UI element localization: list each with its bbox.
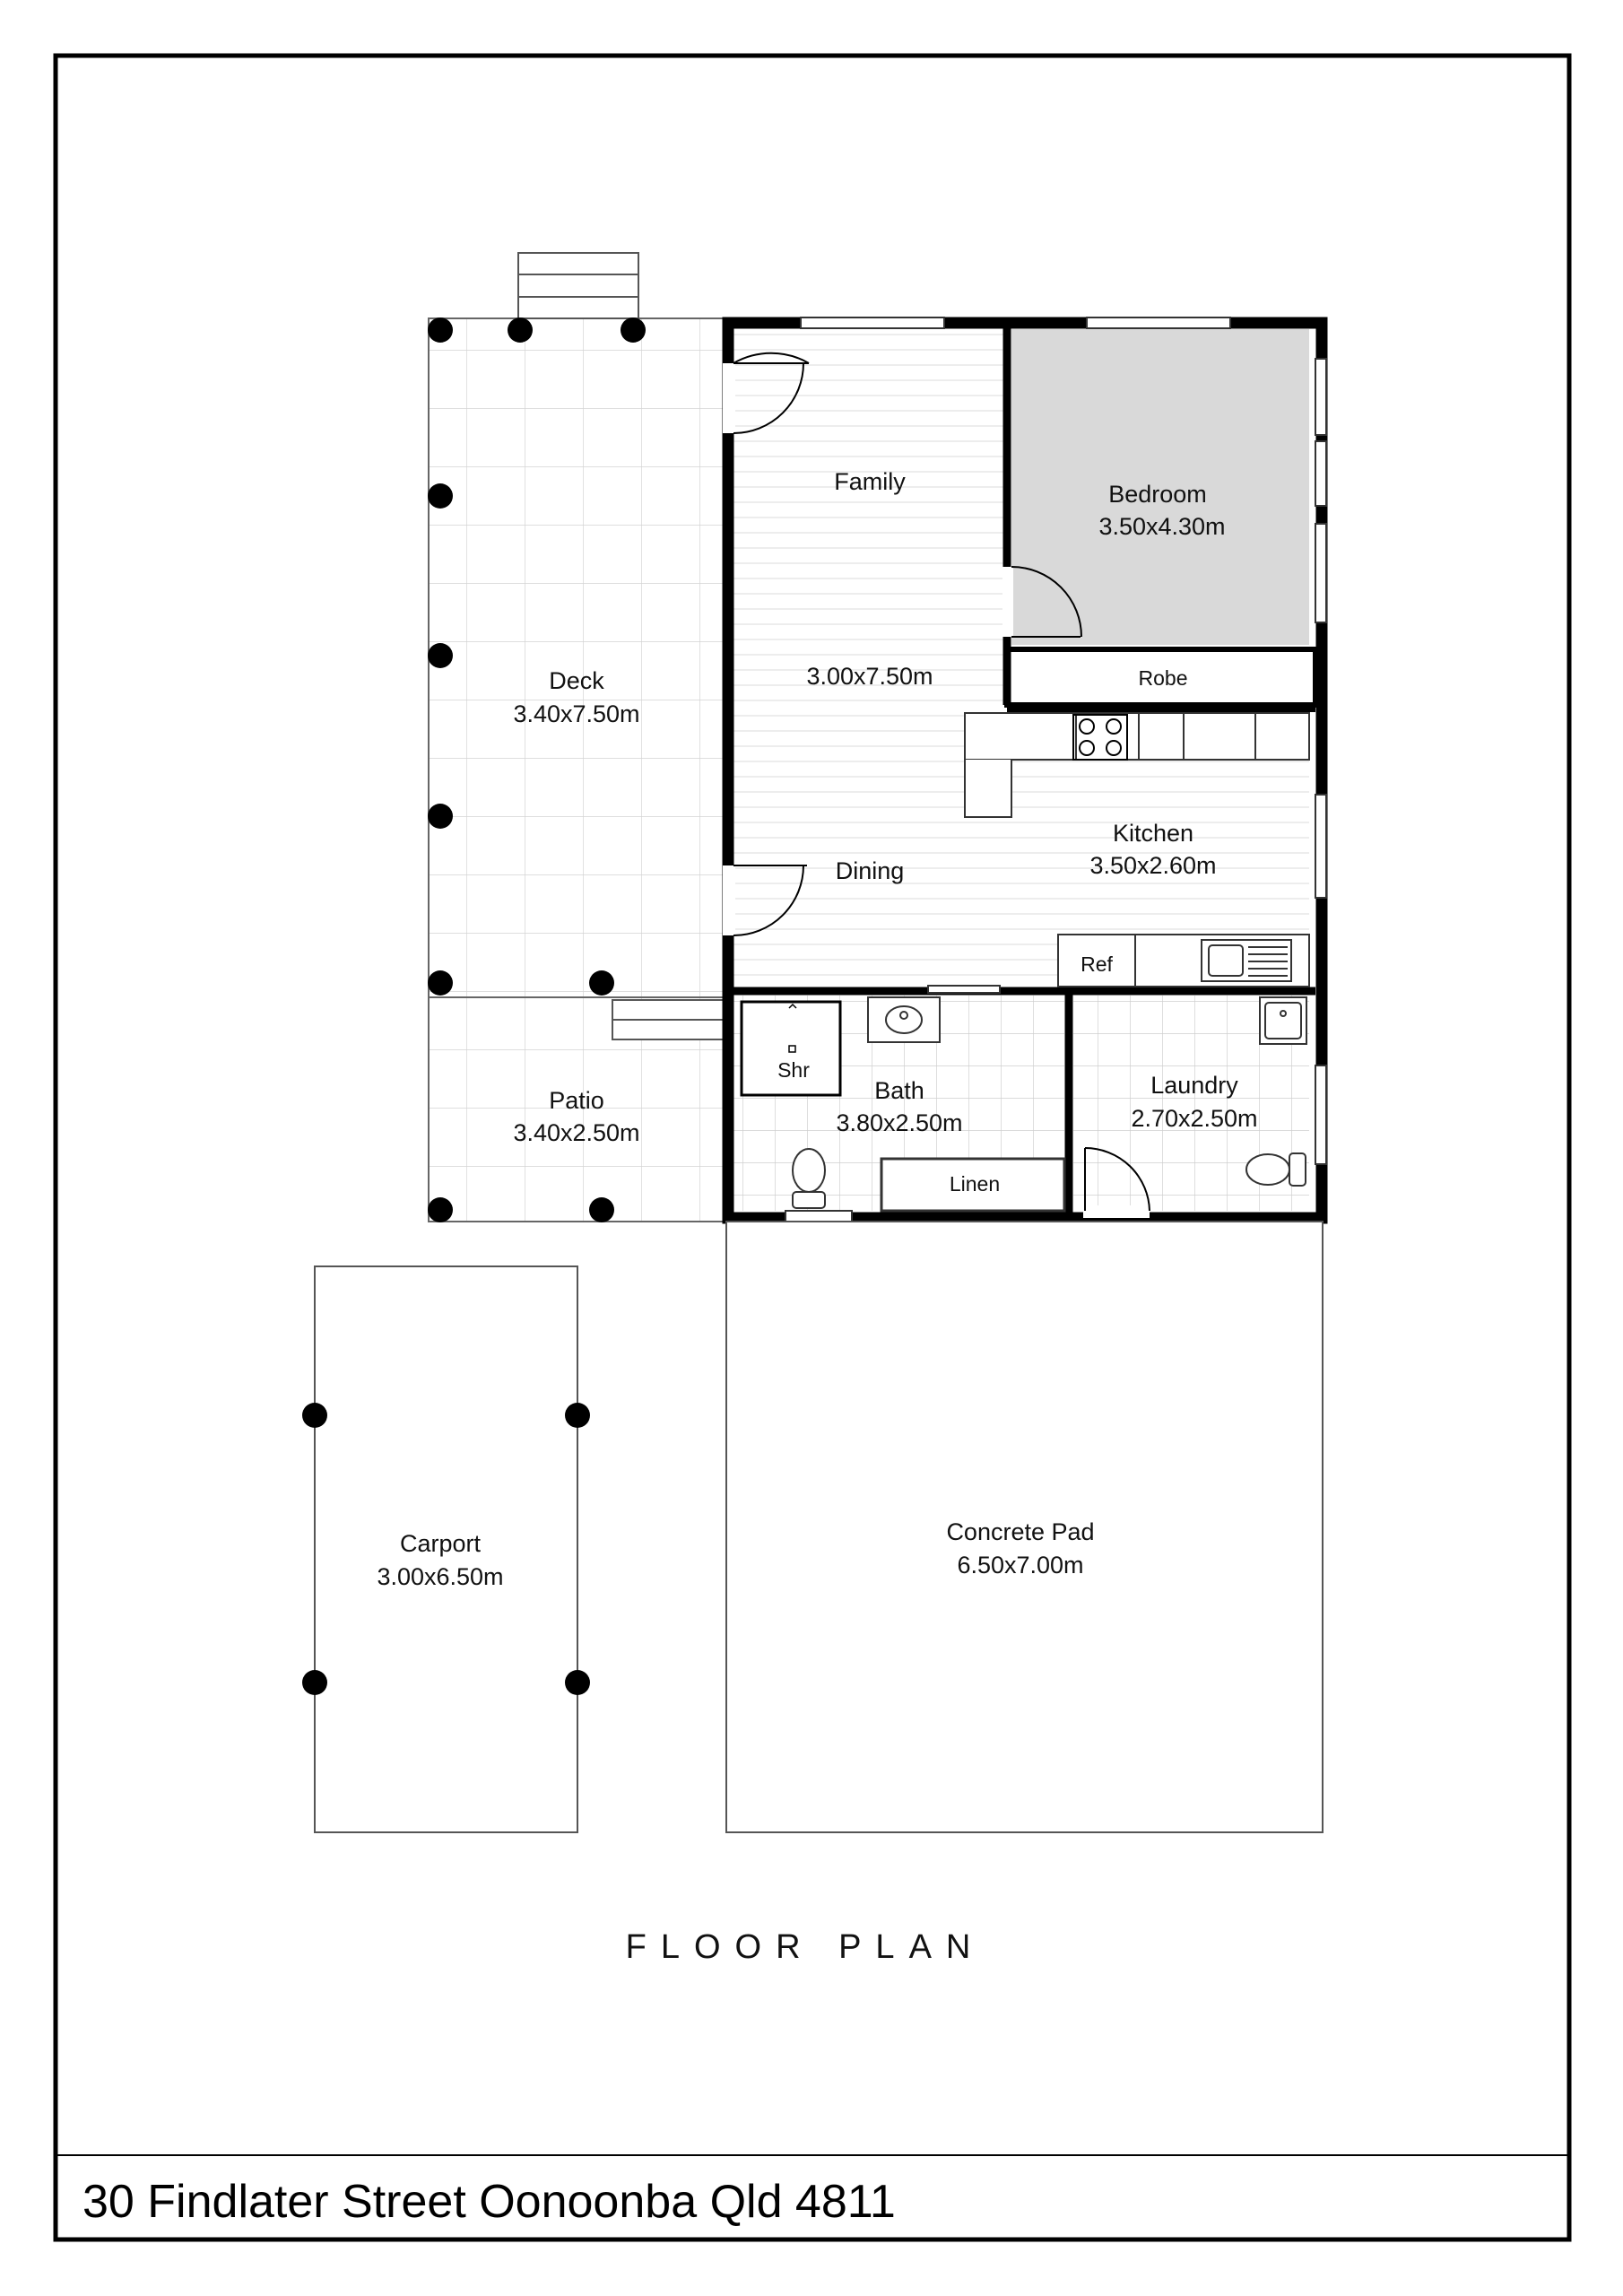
toilet-icon: [792, 1148, 826, 1209]
linen-label: Linen: [950, 1172, 1000, 1196]
bedroom-floor: [1011, 329, 1309, 645]
patio-area: [428, 996, 727, 1222]
bath-label: Bath: [874, 1077, 924, 1104]
plan-title: FLOOR PLAN: [626, 1928, 985, 1966]
kitchen-sink-icon: [1201, 939, 1292, 982]
page-border: [53, 53, 1572, 2242]
bedroom-label: Bedroom: [1108, 481, 1207, 508]
carport: [302, 1265, 590, 1833]
robe-label: Robe: [1139, 666, 1188, 690]
laundry-label: Laundry: [1150, 1072, 1238, 1099]
deck-steps: [517, 252, 639, 319]
kitchen-label: Kitchen: [1113, 820, 1193, 847]
deck-dims: 3.40x7.50m: [513, 700, 639, 727]
shower-label: Shr: [777, 1058, 810, 1082]
patio-steps: [612, 999, 727, 1040]
concrete-pad-label: Concrete Pad: [946, 1518, 1094, 1545]
laundry-dims: 2.70x2.50m: [1131, 1105, 1257, 1132]
shower-icon: [740, 1000, 842, 1097]
kitchen-bench: [964, 712, 1310, 987]
doors: [723, 352, 1150, 1218]
patio-dims: 3.40x2.50m: [513, 1119, 639, 1146]
basin-icon: [867, 996, 941, 1043]
walls: [722, 317, 1328, 1224]
family-label: Family: [834, 468, 906, 495]
concrete-pad-dims: 6.50x7.00m: [957, 1552, 1083, 1578]
bedroom-dims: 3.50x4.30m: [1098, 513, 1225, 540]
patio-label: Patio: [549, 1087, 604, 1114]
family-dining-dims: 3.00x7.50m: [806, 663, 933, 690]
laundry-tub-icon: [1259, 996, 1307, 1045]
laundry-toilet-icon: [1245, 1152, 1306, 1187]
family-dining-floor: [732, 329, 1006, 987]
concrete-pad: [725, 1221, 1324, 1833]
carport-posts: [302, 1403, 590, 1695]
carport-label: Carport: [400, 1530, 482, 1557]
ref-label: Ref: [1081, 952, 1113, 976]
windows: [785, 317, 1327, 1222]
dining-label: Dining: [836, 857, 905, 884]
deck-posts: [428, 317, 646, 1222]
cooktop-icon: [1072, 714, 1128, 761]
deck-area: [428, 252, 727, 998]
property-address: 30 Findlater Street Oonoonba Qld 4811: [82, 2176, 896, 2228]
kitchen-dims: 3.50x2.60m: [1089, 852, 1216, 879]
deck-label: Deck: [549, 667, 604, 694]
bath-dims: 3.80x2.50m: [836, 1109, 962, 1136]
linen-cupboard: [880, 1157, 1066, 1213]
carport-dims: 3.00x6.50m: [377, 1563, 503, 1590]
